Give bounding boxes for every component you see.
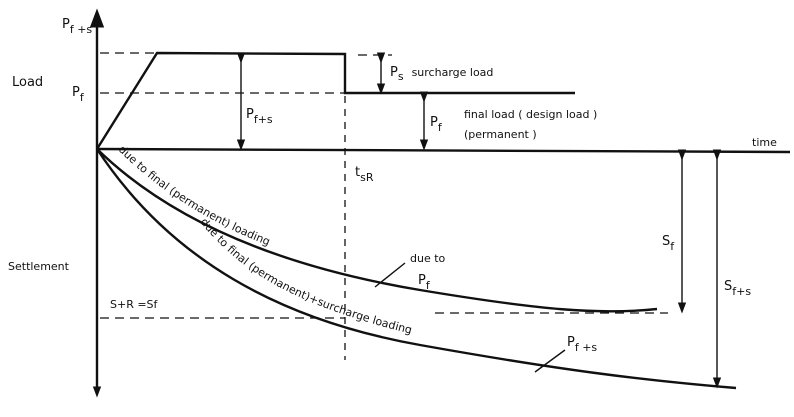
tsr-label: tsR — [355, 165, 374, 184]
pfs-curve-label: Pf +s — [567, 335, 597, 354]
settlement-curve-final — [96, 148, 658, 313]
svg-text:due to final (permanent) loadi: due to final (permanent) loading — [116, 143, 272, 249]
permanent-label: (permanent ) — [464, 128, 537, 141]
settlement-label: Settlement — [8, 260, 70, 273]
pfs-axis-label: Pf +s — [62, 17, 92, 36]
due-pf-label: Pf — [418, 273, 431, 292]
s-r-label: S+R =Sf — [110, 298, 159, 311]
pfs-arrow-label: Pf+s — [246, 107, 273, 126]
final-load-label: final load ( design load ) — [464, 108, 597, 121]
load-label: Load — [12, 75, 43, 90]
sf-label: Sf — [662, 234, 675, 253]
pf-arrow-label: Pf — [430, 115, 443, 134]
curve1-label: due to final (permanent) loading — [116, 143, 272, 249]
settlement-curve-surcharge — [95, 148, 737, 390]
dimension-arrows — [236, 52, 722, 389]
time-axis — [96, 147, 791, 154]
time-label: time — [752, 136, 777, 149]
due-to-label: due to — [410, 252, 446, 265]
sfs-label: Sf+s — [724, 279, 751, 298]
pf-axis-label: Pf — [72, 85, 85, 104]
